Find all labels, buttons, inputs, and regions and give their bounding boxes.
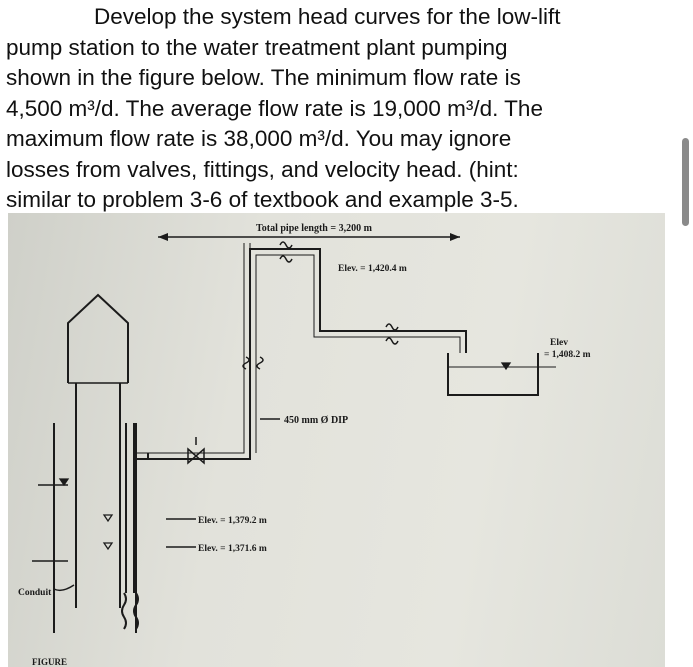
total-length-label: Total pipe length = 3,200 m bbox=[256, 223, 373, 234]
vertical-scrollbar[interactable] bbox=[682, 138, 689, 226]
question-line: similar to problem 3-6 of textbook and e… bbox=[6, 187, 519, 212]
pump-elev-1-label: Elev. = 1,379.2 m bbox=[198, 516, 267, 526]
conduit-label: Conduit bbox=[18, 588, 52, 598]
question-line: shown in the figure below. The minimum f… bbox=[6, 65, 521, 90]
pipe-size-label: 450 mm Ø DIP bbox=[284, 415, 348, 426]
pump-elev-2-label: Elev. = 1,371.6 m bbox=[198, 544, 267, 554]
pump-station-figure: Total pipe length = 3,200 m Elev. = 1,42… bbox=[8, 213, 665, 667]
pump-station-diagram: Total pipe length = 3,200 m Elev. = 1,42… bbox=[18, 223, 591, 667]
pipe-top-elev-label: Elev. = 1,420.4 m bbox=[338, 264, 407, 274]
question-line: pump station to the water treatment plan… bbox=[6, 34, 508, 60]
figure-caption-fragment: FIGURE bbox=[32, 657, 67, 667]
question-line: losses from valves, fittings, and veloci… bbox=[6, 156, 519, 182]
tank-elev-label: Elev bbox=[550, 338, 568, 348]
question-line: 4,500 m³/d. The average flow rate is 19,… bbox=[6, 95, 543, 121]
question-text: Develop the system head curves for the l… bbox=[6, 2, 666, 216]
tank-elev-value: = 1,408.2 m bbox=[544, 350, 591, 360]
question-line: Develop the system head curves for the l… bbox=[94, 4, 561, 29]
question-line: maximum flow rate is 38,000 m³/d. You ma… bbox=[6, 126, 512, 151]
